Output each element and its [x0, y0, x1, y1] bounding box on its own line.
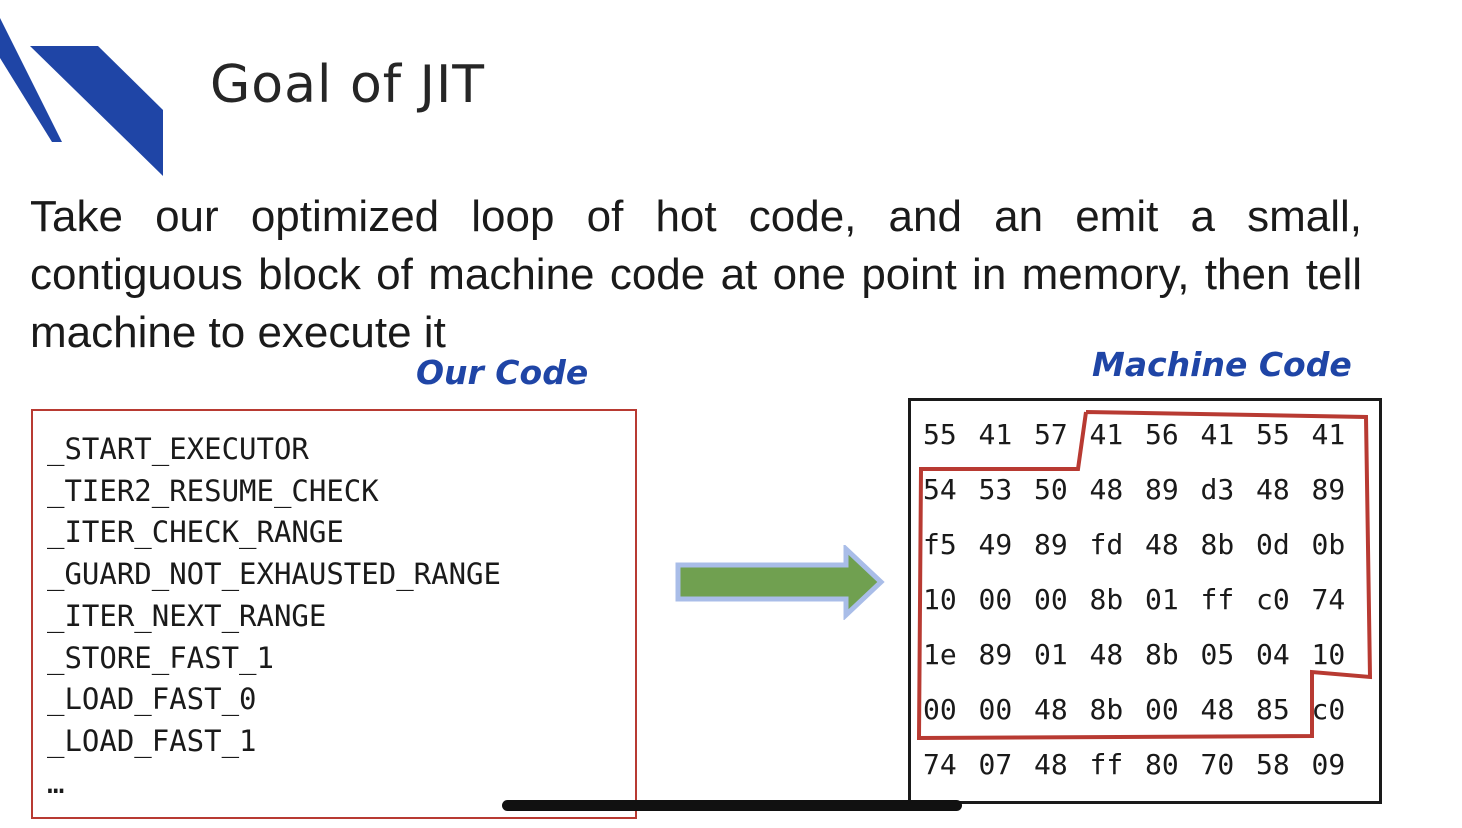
- hex-byte: 8b: [1089, 693, 1124, 726]
- hex-byte: 53: [978, 473, 1013, 506]
- machine-code-box: 55 41 57 41 56 41 55 41 54 53 50 48 89 d3 48 89 f5 49 89 fd…: [908, 398, 1382, 804]
- hex-byte: 41: [1089, 418, 1124, 451]
- hex-row: 10 00 00 8b 01 ff c0 74: [923, 580, 1367, 635]
- hex-byte: 00: [923, 693, 957, 726]
- hex-byte: 74: [923, 748, 957, 781]
- hex-byte: 89: [1145, 473, 1179, 506]
- hex-byte: 0b: [1311, 528, 1346, 561]
- hex-byte: c0: [1256, 583, 1290, 616]
- hex-row: 55 41 57 41 56 41 55 41: [923, 415, 1367, 470]
- slide-body-text: Take our optimized loop of hot code, and…: [30, 192, 1362, 357]
- hex-byte: 0d: [1256, 528, 1290, 561]
- hex-byte: 80: [1145, 748, 1179, 781]
- hex-byte: 10: [923, 583, 957, 616]
- hex-byte: fd: [1089, 528, 1124, 561]
- hex-row: 1e 89 01 48 8b 05 04 10: [923, 635, 1367, 690]
- hex-byte: 01: [1034, 638, 1068, 671]
- machine-code-grid: 55 41 57 41 56 41 55 41 54 53 50 48 89 d3 48 89 f5 49 89 fd…: [923, 415, 1367, 800]
- hex-byte: 1e: [923, 638, 957, 671]
- code-line-ellipsis: …: [47, 765, 65, 800]
- hex-byte: 41: [1311, 418, 1346, 451]
- hex-byte: 00: [1034, 583, 1068, 616]
- our-code-list: _START_EXECUTOR _TIER2_RESUME_CHECK _ITE…: [47, 429, 501, 804]
- hex-byte: 58: [1256, 748, 1290, 781]
- hex-byte: c0: [1311, 693, 1346, 726]
- code-line: _LOAD_FAST_1: [47, 723, 257, 758]
- code-line: _START_EXECUTOR: [47, 432, 309, 466]
- hex-byte: 57: [1034, 418, 1068, 451]
- hex-byte: 10: [1311, 638, 1346, 671]
- hex-byte: ff: [1089, 748, 1124, 781]
- hex-byte: ff: [1200, 583, 1235, 616]
- hex-byte: 85: [1256, 693, 1290, 726]
- hex-byte: 48: [1256, 473, 1290, 506]
- hex-byte: d3: [1200, 473, 1235, 506]
- hex-byte: 48: [1089, 473, 1124, 506]
- hex-byte: 56: [1145, 418, 1179, 451]
- hex-byte: f5: [923, 528, 957, 561]
- machine-code-label: Machine Code: [1092, 345, 1352, 384]
- hex-byte: 8b: [1200, 528, 1235, 561]
- our-code-label: Our Code: [416, 353, 589, 392]
- hex-byte: 48: [1034, 748, 1068, 781]
- hex-byte: 00: [978, 583, 1013, 616]
- hex-byte: 01: [1145, 583, 1179, 616]
- hex-byte: 55: [1256, 418, 1290, 451]
- hex-byte: 09: [1311, 748, 1346, 781]
- hex-byte: 48: [1089, 638, 1124, 671]
- hex-byte: 04: [1256, 638, 1290, 671]
- hex-byte: 41: [1200, 418, 1235, 451]
- code-line: _TIER2_RESUME_CHECK: [47, 473, 379, 508]
- hex-byte: 89: [978, 638, 1013, 671]
- hex-byte: 41: [978, 418, 1013, 451]
- hex-row: 54 53 50 48 89 d3 48 89: [923, 470, 1367, 525]
- code-line: _ITER_CHECK_RANGE: [47, 515, 344, 550]
- code-line: _GUARD_NOT_EXHAUSTED_RANGE: [47, 557, 501, 592]
- hex-byte: 00: [978, 693, 1013, 726]
- hex-row: 00 00 48 8b 00 48 85 c0: [923, 690, 1367, 745]
- hex-byte: 48: [1145, 528, 1179, 561]
- hex-row: 74 07 48 ff 80 70 58 09: [923, 745, 1367, 800]
- hex-byte: 89: [1034, 528, 1068, 561]
- logo-icon: [0, 18, 163, 176]
- hex-byte: 54: [923, 473, 957, 506]
- slide-title: Goal of JIT: [210, 55, 486, 115]
- hex-row: f5 49 89 fd 48 8b 0d 0b: [923, 525, 1367, 580]
- right-arrow-icon: [675, 545, 885, 620]
- hex-byte: 8b: [1089, 583, 1124, 616]
- hex-byte: 50: [1034, 473, 1068, 506]
- code-line: _ITER_NEXT_RANGE: [47, 598, 327, 633]
- hex-byte: 55: [923, 418, 957, 451]
- our-code-box: _START_EXECUTOR _TIER2_RESUME_CHECK _ITE…: [31, 409, 637, 819]
- hex-byte: 70: [1200, 748, 1235, 781]
- hex-byte: 8b: [1145, 638, 1179, 671]
- hex-byte: 48: [1200, 693, 1235, 726]
- hex-byte: 00: [1145, 693, 1179, 726]
- horizontal-scrollbar[interactable]: [502, 800, 962, 811]
- hex-byte: 89: [1311, 473, 1346, 506]
- hex-byte: 07: [978, 748, 1013, 781]
- hex-byte: 74: [1311, 583, 1346, 616]
- code-line: _STORE_FAST_1: [47, 640, 274, 675]
- hex-byte: 48: [1034, 693, 1068, 726]
- hex-byte: 49: [978, 528, 1013, 561]
- code-line: _LOAD_FAST_0: [47, 682, 257, 717]
- hex-byte: 05: [1200, 638, 1235, 671]
